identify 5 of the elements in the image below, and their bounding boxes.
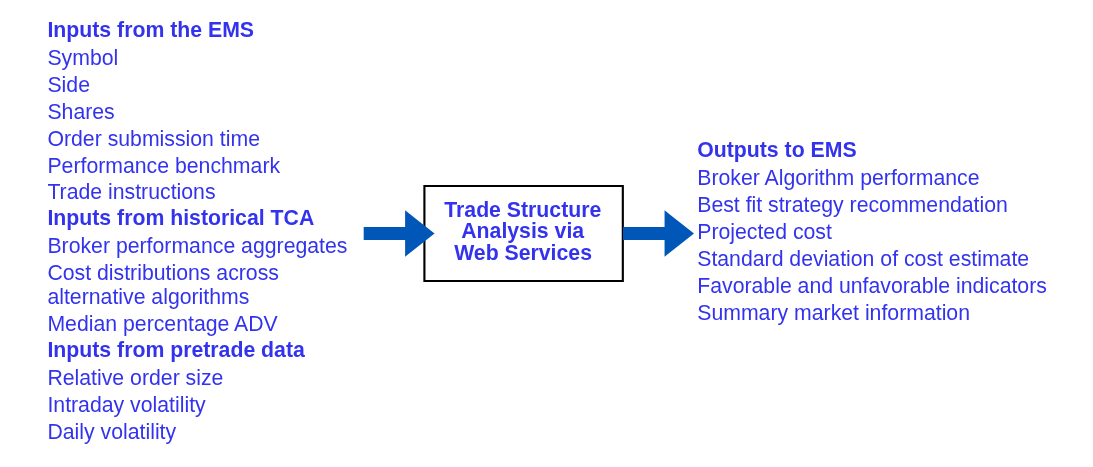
arrow: [622, 210, 694, 257]
node-box: Trade Structure Analysis via Web Services: [422, 184, 624, 283]
node-text: Inputs from the EMS Symbol Side Shares Order submission time Performance benchmark Trade instructions Inputs from historical TCA Broker performance aggregates Cost distributions across alternative algorithms Median percentage ADV Inputs from pretrade data Relative order size Intraday volatility Daily volatility: [46, 17, 347, 444]
node-text: Outputs to EMS Broker Algorithm performance Best fit strategy recommendation Projected cost Standard deviation of cost estimate Favorable and unfavorable indicators Summary market information: [696, 137, 1047, 325]
arrow: [363, 210, 435, 257]
